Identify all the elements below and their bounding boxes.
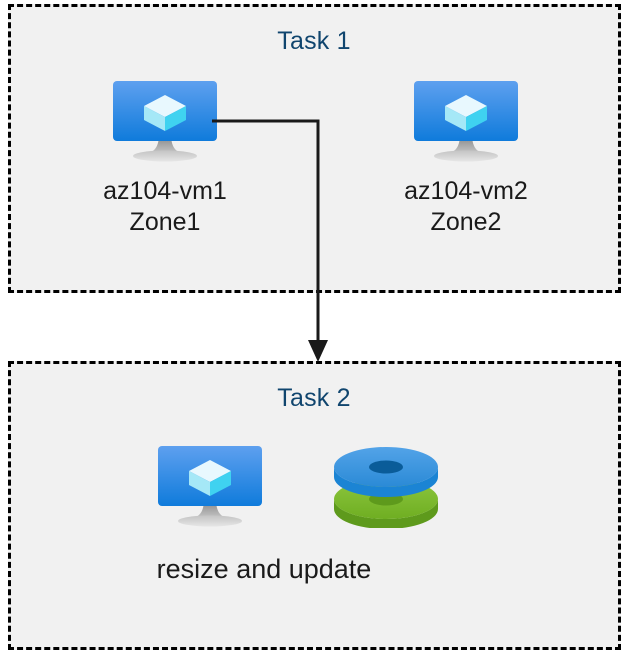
vm1-label: az104-vm1 Zone1 [54,176,276,238]
virtual-machine-icon [411,79,521,167]
vm1-name: az104-vm1 [103,177,227,205]
vm2-name: az104-vm2 [404,177,528,205]
virtual-machine-icon [110,79,220,167]
managed-disks-icon [330,442,442,529]
vm2-zone: Zone2 [430,208,502,236]
vm2-label: az104-vm2 Zone2 [355,176,577,238]
task-1-title: Task 1 [277,27,351,55]
task-2-title: Task 2 [277,384,351,412]
task-2-container [8,361,621,650]
virtual-machine-icon [155,444,265,532]
vm1-zone: Zone1 [129,208,201,236]
task-2-caption: resize and update [156,554,372,584]
